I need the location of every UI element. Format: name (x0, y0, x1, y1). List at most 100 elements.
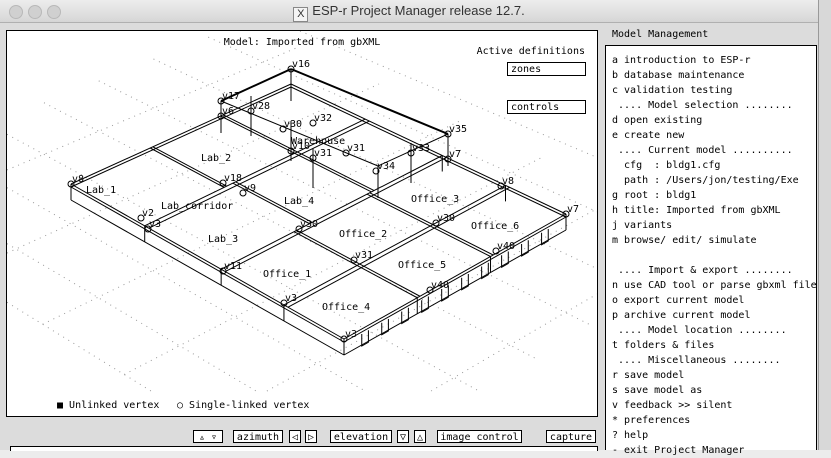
ground-grid-line (430, 293, 597, 392)
vertex-marker[interactable] (340, 335, 348, 343)
vertex-label: v18 (224, 173, 242, 184)
zone-label[interactable]: Lab_3 (208, 234, 238, 245)
close-window-button[interactable] (9, 5, 23, 19)
zone-label[interactable]: Office_6 (471, 221, 519, 232)
elevation-down-button[interactable]: ▽ (397, 430, 409, 443)
vertex-marker[interactable] (295, 225, 303, 233)
vertex-label: v30 (300, 219, 318, 230)
menu-item[interactable]: b database maintenance (612, 70, 745, 81)
vertex-marker[interactable] (287, 65, 295, 73)
vertex-label: v3 (285, 293, 297, 304)
vertex-marker[interactable] (137, 214, 145, 222)
vertex-marker[interactable] (219, 179, 227, 187)
menu-item[interactable]: p archive current model (612, 310, 751, 321)
wire-edge (366, 193, 491, 257)
menu-item[interactable]: s save model as (612, 385, 703, 396)
active-definitions-label: Active definitions (476, 46, 585, 57)
zone-label[interactable]: Lab_2 (201, 153, 231, 164)
menu-item[interactable]: d open existing (612, 115, 703, 126)
vertex-marker[interactable] (67, 180, 75, 188)
vertex-marker[interactable] (279, 125, 287, 133)
menu-item[interactable]: c validation testing (612, 85, 733, 96)
azimuth-right-button[interactable]: ▷ (305, 430, 317, 443)
azimuth-button[interactable]: azimuth (233, 430, 283, 443)
menu-item: .... Current model .......... (612, 145, 793, 156)
menu-item[interactable]: * preferences (612, 415, 691, 426)
vertex-marker[interactable] (432, 219, 440, 227)
menu-item[interactable]: a introduction to ESP-r (612, 55, 751, 66)
elevation-button[interactable]: elevation (330, 430, 392, 443)
vertex-label: v30 (284, 119, 302, 130)
wire-edge (144, 118, 366, 227)
view-updown-button[interactable]: ▵ ▿ (193, 430, 223, 443)
menu-item[interactable]: t folders & files (612, 340, 715, 351)
menu-item[interactable]: - exit Project Manager (612, 445, 745, 456)
vertex-marker[interactable] (309, 154, 317, 162)
wire-edge (220, 115, 372, 193)
menu-item[interactable]: m browse/ edit/ simulate (612, 235, 757, 246)
wire-edge (296, 229, 421, 297)
vertex-marker[interactable] (497, 182, 505, 190)
zone-label[interactable]: Office_1 (263, 269, 311, 280)
elevation-up-button[interactable]: △ (414, 430, 426, 443)
vertex-marker[interactable] (562, 210, 570, 218)
menu-item[interactable]: r save model (612, 370, 685, 381)
menu-item[interactable]: o export current model (612, 295, 745, 306)
zone-label[interactable]: Office_4 (322, 302, 370, 313)
window-outline (361, 330, 369, 347)
vertex-marker[interactable] (426, 286, 434, 294)
menu-item[interactable]: e create new (612, 130, 685, 141)
vertex-marker[interactable] (444, 155, 452, 163)
vertex-marker[interactable] (144, 225, 152, 233)
zone-label[interactable]: Lab_corridor (161, 201, 233, 212)
vertex-marker[interactable] (407, 149, 415, 157)
vertex-marker[interactable] (247, 107, 255, 115)
vertex-label: v31 (347, 143, 365, 154)
vertex-marker[interactable] (239, 189, 247, 197)
vertex-marker[interactable] (217, 97, 225, 105)
window-outline (541, 229, 549, 246)
menu-item[interactable]: h title: Imported from gbXML (612, 205, 781, 216)
capture-button[interactable]: capture (546, 430, 596, 443)
minimize-window-button[interactable] (28, 5, 42, 19)
vertex-marker[interactable] (342, 149, 350, 157)
zoom-window-button[interactable] (47, 5, 61, 19)
azimuth-left-button[interactable]: ◁ (289, 430, 301, 443)
menu-item[interactable]: n use CAD tool or parse gbxml file (612, 280, 817, 291)
desktop-background (818, 0, 831, 450)
menu-item[interactable]: j variants (612, 220, 673, 231)
wire-edge (369, 192, 494, 256)
vertex-marker[interactable] (372, 167, 380, 175)
zone-label[interactable]: Office_2 (339, 229, 387, 240)
vertex-marker[interactable] (287, 147, 295, 155)
ground-grid-line (7, 243, 257, 392)
wire-edge (235, 181, 313, 223)
vertex-marker[interactable] (219, 267, 227, 275)
zone-label[interactable]: Lab_4 (284, 196, 314, 207)
vertex-marker[interactable] (280, 299, 288, 307)
zone-label[interactable]: Office_5 (398, 260, 446, 271)
vertex-label: v8 (502, 176, 514, 187)
menu-item[interactable]: g root : bldg1 (612, 190, 697, 201)
zone-label[interactable]: Lab_1 (86, 185, 116, 196)
zone-label[interactable]: Office_3 (411, 194, 459, 205)
vertex-label: v34 (377, 161, 395, 172)
vertex-marker[interactable] (444, 130, 452, 138)
wire-edge (70, 183, 345, 340)
menu-item[interactable]: v feedback >> silent (612, 400, 733, 411)
vertex-marker[interactable] (350, 256, 358, 264)
vertex-marker[interactable] (492, 247, 500, 255)
zones-definition-box[interactable]: zones (507, 62, 586, 76)
vertex-marker[interactable] (309, 119, 317, 127)
menu-item[interactable]: ? help (612, 430, 649, 441)
window-outline (441, 285, 449, 302)
ground-grid-line (7, 47, 297, 171)
menu-item: .... Miscellaneous ........ (612, 355, 781, 366)
wire-edge (70, 199, 345, 356)
controls-definition-box[interactable]: controls (507, 100, 586, 114)
zone-label[interactable]: Warehouse (291, 136, 345, 147)
vertex-marker[interactable] (217, 112, 225, 120)
vertex-label: v28 (252, 101, 270, 112)
image-control-button[interactable]: image control (437, 430, 522, 443)
